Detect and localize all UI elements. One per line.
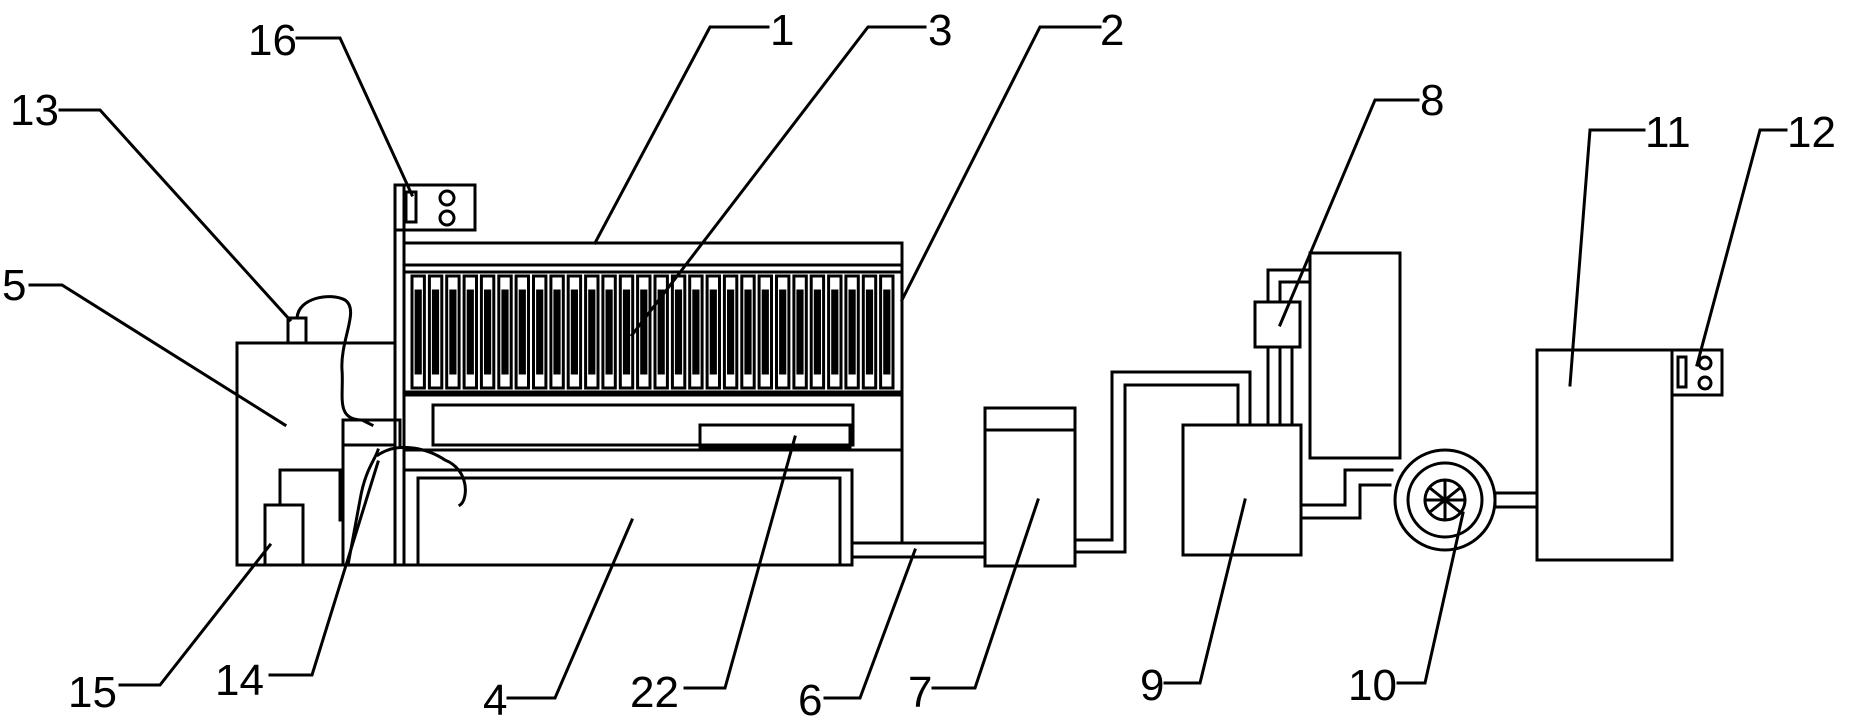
filter-plate: [688, 274, 704, 390]
filter-plate-core: [831, 289, 839, 375]
filter-plate-core: [744, 289, 752, 375]
filter-plate-core: [570, 289, 578, 375]
component-15-container: [263, 468, 342, 567]
filter-plate-core: [484, 289, 492, 375]
filter-plate: [844, 274, 860, 390]
label-13: 13: [10, 86, 59, 135]
filter-plate: [757, 274, 773, 390]
label-3: 3: [928, 6, 952, 55]
filter-plate-core: [674, 289, 683, 375]
label-10: 10: [1348, 661, 1397, 710]
leader-lines: [28, 25, 1788, 700]
label-22: 22: [630, 668, 679, 717]
filter-plate: [705, 274, 721, 390]
pipe-7-to-9: [1073, 370, 1252, 554]
filter-plate-core: [727, 289, 735, 375]
label-14: 14: [215, 656, 264, 705]
component-9-box: [1181, 423, 1303, 557]
component-8-unit: [1253, 251, 1402, 460]
filter-plate-core: [796, 289, 804, 375]
filter-plate: [722, 274, 739, 390]
filter-plate: [462, 274, 479, 390]
filter-plate-core: [779, 289, 787, 375]
filter-plate-core: [605, 289, 613, 375]
filter-plate: [861, 274, 878, 390]
filter-plate-core: [431, 289, 440, 375]
label-7: 7: [908, 668, 932, 717]
filter-plate-core: [848, 289, 856, 375]
filter-plate-core: [501, 289, 509, 375]
filter-plate: [809, 274, 826, 390]
label-4: 4: [483, 676, 507, 722]
filter-plate: [601, 274, 617, 390]
component-13-fitting: [286, 295, 375, 428]
filter-plate: [775, 274, 791, 390]
filter-plate: [427, 274, 444, 390]
label-6: 6: [798, 676, 822, 722]
filter-plate-core: [622, 289, 631, 375]
filter-plate: [549, 274, 565, 390]
label-12: 12: [1787, 108, 1836, 157]
label-2: 2: [1100, 6, 1124, 55]
filter-plate-core: [813, 289, 821, 375]
label-8: 8: [1420, 76, 1444, 125]
filter-plate: [514, 274, 530, 390]
filter-plate: [653, 274, 669, 390]
filter-plate-core: [657, 289, 665, 375]
component-2-plate-pack: [402, 270, 904, 394]
component-12-control-box: [1670, 348, 1724, 397]
pipe-9-to-10: [1299, 468, 1394, 520]
filter-plate: [497, 274, 513, 390]
filter-plate-core: [588, 289, 596, 375]
label-9: 9: [1140, 661, 1164, 710]
filter-plate: [792, 274, 808, 390]
filter-plate: [879, 274, 895, 390]
filter-plate: [636, 274, 652, 390]
component-5-tank: [235, 341, 397, 567]
filter-plate-core: [466, 289, 474, 375]
component-10-pump: [1393, 448, 1539, 552]
component-4-tank: [402, 468, 854, 567]
label-16: 16: [248, 16, 297, 65]
component-6-pipe: [850, 541, 987, 559]
filter-plate: [445, 274, 461, 390]
filter-plate-core: [640, 289, 648, 375]
filter-plate-core: [883, 289, 891, 375]
label-11: 11: [1645, 108, 1691, 157]
filter-plate-core: [449, 289, 457, 375]
filter-plate: [740, 274, 756, 390]
component-22-tray: [698, 423, 852, 449]
filter-plate: [566, 274, 583, 390]
component-11-tank: [1535, 348, 1674, 562]
filter-plate-core: [692, 289, 700, 375]
filter-plate-core: [761, 289, 769, 375]
callout-labels: 16 13 5 1 3 2 8 11 12 15 14 4 22 6 7 9 1…: [2, 6, 1836, 722]
filter-plate-core: [536, 289, 544, 375]
filter-plate-core: [553, 289, 561, 375]
filter-plate-core: [709, 289, 717, 375]
label-5: 5: [2, 261, 26, 310]
component-7-tank: [983, 406, 1077, 568]
filter-plate: [532, 274, 548, 390]
filter-plate: [584, 274, 600, 390]
filter-plate-core: [518, 289, 526, 375]
label-1: 1: [770, 6, 794, 55]
filter-plate-core: [865, 289, 874, 375]
filter-plate: [827, 274, 843, 390]
filter-plates: [410, 274, 895, 390]
filter-plate: [410, 274, 426, 390]
component-16-control-box: [393, 183, 477, 232]
filter-plate: [479, 274, 496, 390]
filter-plate-core: [414, 289, 422, 375]
label-15: 15: [68, 668, 117, 717]
